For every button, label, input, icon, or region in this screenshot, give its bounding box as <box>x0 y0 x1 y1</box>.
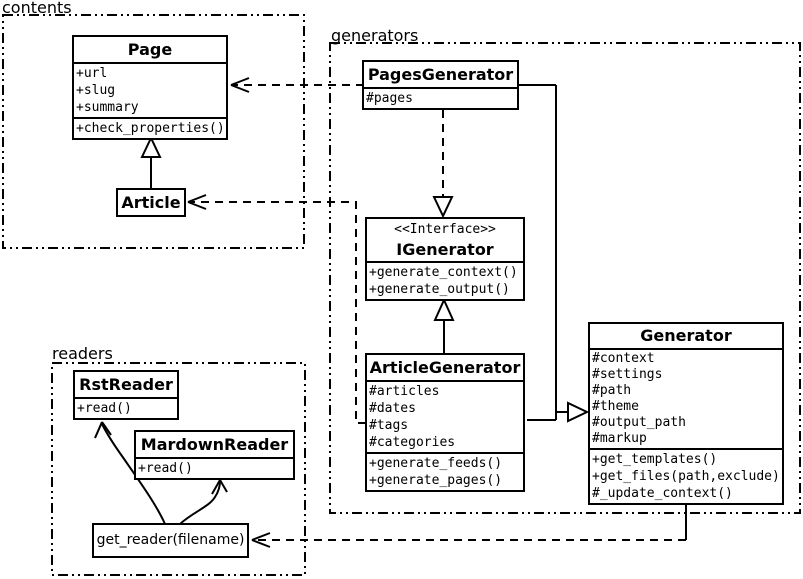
class-attribute: #markup <box>592 431 647 446</box>
class-mardownreader-title: MardownReader <box>140 435 289 454</box>
class-page-attributes: +url +slug +summary <box>74 62 226 117</box>
class-mardownreader-methods: +read() <box>136 457 293 478</box>
class-attribute: #dates <box>369 401 416 416</box>
class-attribute: +summary <box>76 100 139 115</box>
class-method: +read() <box>138 461 193 476</box>
class-rstreader-title: RstReader <box>79 375 173 394</box>
class-method: +get_files(path,exclude) <box>592 469 780 484</box>
class-igenerator-methods: +generate_context() +generate_output() <box>367 261 523 299</box>
function-get-reader: get_reader(filename) <box>92 523 249 558</box>
class-method: +get_templates() <box>592 452 718 467</box>
class-generator-title: Generator <box>640 326 732 345</box>
package-label-generators: generators <box>331 26 419 45</box>
class-method: +generate_context() <box>369 265 518 280</box>
package-label-readers: readers <box>52 344 113 363</box>
class-attribute: +url <box>76 66 108 81</box>
class-generator-methods: +get_templates() +get_files(path,exclude… <box>590 448 782 503</box>
class-attribute: #context <box>592 351 655 366</box>
class-page-methods: +check_properties() <box>74 117 226 138</box>
class-attribute: +slug <box>76 83 116 98</box>
class-articlegenerator-methods: +generate_feeds() +generate_pages() <box>367 452 523 490</box>
package-border-contents <box>2 14 305 249</box>
arrow-getreader-rstreader <box>94 421 166 525</box>
class-attribute: #path <box>592 383 632 398</box>
class-mardownreader: MardownReader +read() <box>134 430 295 480</box>
class-article: Article <box>116 188 186 217</box>
arrow-getreader-mardownreader <box>179 479 228 525</box>
class-attribute: #pages <box>366 91 413 106</box>
dependency-pagesgenerator-page <box>230 77 364 93</box>
package-border-readers <box>51 362 306 576</box>
class-articlegenerator: ArticleGenerator #articles #dates #tags … <box>365 353 525 492</box>
class-page: Page +url +slug +summary +check_properti… <box>72 35 228 140</box>
class-attribute: #theme <box>592 399 639 414</box>
class-generator: Generator #context #settings #path #them… <box>588 322 784 505</box>
class-pagesgenerator-attributes: #pages <box>364 87 517 108</box>
class-igenerator-stereotype: <<Interface>> <box>394 222 496 237</box>
class-articlegenerator-title: ArticleGenerator <box>369 358 521 377</box>
dependency-articlegenerator-article <box>187 194 366 424</box>
class-igenerator-name: IGenerator <box>396 240 494 259</box>
class-generator-attributes: #context #settings #path #theme #output_… <box>590 348 782 448</box>
class-attribute: #categories <box>369 435 456 450</box>
class-method: +read() <box>77 401 132 416</box>
class-method: +check_properties() <box>76 121 224 136</box>
class-rstreader-methods: +read() <box>75 397 177 418</box>
class-method: +generate_feeds() <box>369 456 503 471</box>
class-attribute: #tags <box>369 418 409 433</box>
class-method: +generate_output() <box>369 282 510 297</box>
class-article-title: Article <box>121 193 181 212</box>
class-attribute: #output_path <box>592 415 686 430</box>
class-page-title: Page <box>127 40 173 59</box>
class-attribute: #settings <box>592 367 663 382</box>
dependency-generator-getreader <box>251 499 687 548</box>
class-pagesgenerator: PagesGenerator #pages <box>362 60 519 110</box>
class-method: +generate_pages() <box>369 473 503 488</box>
package-border-generators <box>329 42 801 514</box>
class-articlegenerator-attributes: #articles #dates #tags #categories <box>367 380 523 452</box>
generalization-articlegenerator-igenerator <box>433 297 455 354</box>
class-pagesgenerator-title: PagesGenerator <box>367 65 514 84</box>
generalization-generators-generator <box>518 84 590 423</box>
generalization-article-page <box>140 135 162 189</box>
class-rstreader: RstReader +read() <box>73 370 179 420</box>
package-label-contents: contents <box>2 0 72 17</box>
class-method: #_update_context() <box>592 486 733 501</box>
class-attribute: #articles <box>369 384 440 399</box>
class-igenerator-title: <<Interface>> IGenerator <box>367 219 523 261</box>
realization-pagesgenerator-igenerator <box>432 110 454 219</box>
class-igenerator: <<Interface>> IGenerator +generate_conte… <box>365 217 525 301</box>
